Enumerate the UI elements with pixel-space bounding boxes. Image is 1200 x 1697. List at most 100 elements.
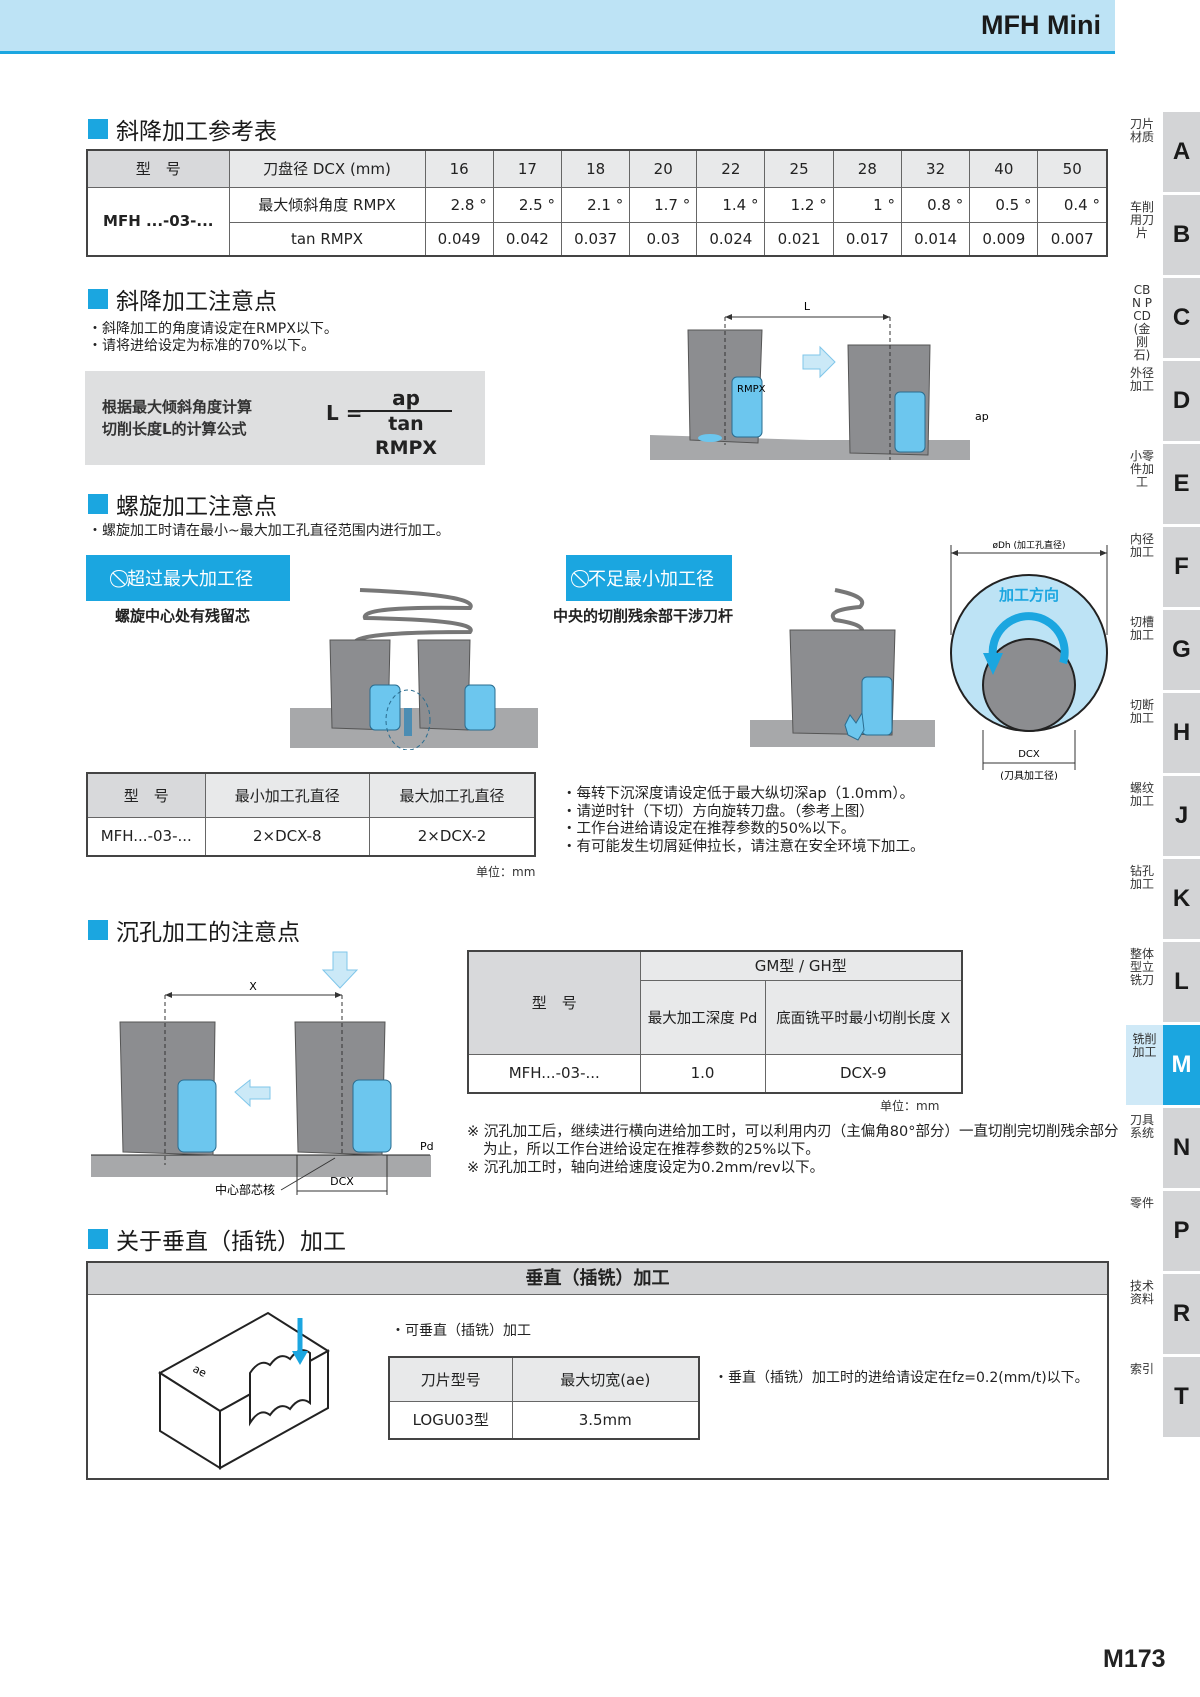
side-tab-label: 整体型立铣刀 [1130, 947, 1155, 987]
tan-cell: 0.049 [424, 221, 494, 257]
side-tab-l[interactable]: L [1163, 942, 1200, 1022]
table-cell: 3.5mm [511, 1400, 700, 1440]
table-header: 最大加工孔直径 [369, 772, 536, 818]
dcx-cell: 22 [696, 149, 766, 188]
side-tab-b[interactable]: B [1163, 195, 1200, 275]
tan-cell: 0.042 [492, 221, 563, 257]
plunge-table: 刀片型号 最大切宽(ae) LOGU03型 3.5mm [388, 1356, 700, 1440]
helical-max-diagram [290, 588, 538, 750]
counterbore-table: 型 号 GM型 / GH型 最大加工深度 Pd 底面铣平时最小切削长度 X MF… [467, 950, 963, 1094]
side-tab-r[interactable]: R [1163, 1274, 1200, 1354]
note-line: 为止，所以工作台进给设定在推荐参数的25%以下。 [483, 1142, 820, 1158]
side-tab-k[interactable]: K [1163, 859, 1200, 939]
page-number: M173 [1103, 1645, 1166, 1673]
side-tab-j[interactable]: J [1163, 776, 1200, 856]
svg-text:(刀具加工径): (刀具加工径) [1000, 769, 1058, 780]
side-tab-p[interactable]: P [1163, 1191, 1200, 1271]
dcx-cell: 28 [832, 149, 902, 188]
dcx-header: 刀盘径 DCX (mm) [228, 149, 426, 188]
section-marker-icon [88, 920, 108, 940]
side-tab-label: 内径加工 [1130, 532, 1155, 559]
tan-cell: 0.037 [560, 221, 631, 257]
tan-cell: 0.021 [764, 221, 834, 257]
unit-label: 单位：mm [880, 1099, 940, 1113]
side-tab-c[interactable]: C [1163, 278, 1200, 358]
table-header: GM型 / GH型 [639, 950, 963, 981]
side-tab-label: 刀具系统 [1130, 1113, 1155, 1140]
rmpx-cell: 1.7 ° [629, 186, 698, 223]
table-cell: LOGU03型 [388, 1400, 513, 1440]
tan-cell: 0.024 [696, 221, 766, 257]
dcx-cell: 40 [969, 149, 1039, 188]
table-cell: 2×DCX-8 [204, 816, 371, 857]
dcx-cell: 25 [764, 149, 834, 188]
rmpx-cell: 0.5 ° [969, 186, 1039, 223]
section-marker-icon [88, 1229, 108, 1249]
bullet: ・有可能发生切屑延伸拉长，请注意在安全环境下加工。 [562, 838, 925, 855]
side-tab-label: 切槽加工 [1130, 615, 1155, 642]
bullet: ・请将进给设定为标准的70%以下。 [88, 338, 316, 354]
svg-text:øDh (加工孔直径): øDh (加工孔直径) [992, 539, 1065, 551]
unit-label: 单位：mm [476, 865, 536, 879]
section-marker-icon [88, 494, 108, 514]
side-tab-label: 索引 [1130, 1362, 1155, 1376]
tan-cell: 0.009 [969, 221, 1039, 257]
section-title-ramping-table: 斜降加工参考表 [88, 112, 277, 146]
table-header: 型 号 [467, 950, 641, 1055]
side-tab-a[interactable]: A [1163, 112, 1200, 192]
counterbore-notes: ※ 沉孔加工后，继续进行横向进给加工时，可以利用内刃（主偏角80°部分）一直切削… [467, 1123, 1118, 1177]
side-tab-h[interactable]: H [1163, 693, 1200, 773]
formula-fraction: ap tan RMPX [360, 386, 452, 460]
table-header: 刀片型号 [388, 1356, 513, 1402]
side-tab-f[interactable]: F [1163, 527, 1200, 607]
model-header: 型 号 [86, 149, 230, 188]
table-cell: MFH...-03-... [86, 816, 206, 857]
side-tab-d[interactable]: D [1163, 361, 1200, 441]
side-tab-n[interactable]: N [1163, 1108, 1200, 1188]
table-header: 型 号 [86, 772, 206, 818]
side-tab-label: 螺纹加工 [1130, 781, 1155, 808]
helical-intro: ・螺旋加工时请在最小~最大加工孔直径范围内进行加工。 [88, 523, 450, 539]
tan-label: tan RMPX [228, 221, 426, 257]
helical-min-diagram [750, 588, 935, 747]
dcx-cell: 18 [560, 149, 631, 188]
side-tab-t[interactable]: T [1163, 1357, 1200, 1437]
section-marker-icon [88, 289, 108, 309]
tan-cell: 0.03 [629, 221, 698, 257]
side-tab-e[interactable]: E [1163, 444, 1200, 524]
side-tab-label: 铣削加工 [1126, 1025, 1163, 1105]
side-tab-g[interactable]: G [1163, 610, 1200, 690]
bullet: ・工作台进给请设定在推荐参数的50%以下。 [562, 821, 856, 837]
formula-numerator: ap [360, 386, 452, 412]
side-tab-m[interactable]: M [1163, 1025, 1200, 1105]
rmpx-cell: 1 ° [832, 186, 902, 223]
table-header: 最大加工深度 Pd [639, 979, 766, 1055]
table-header: 最大切宽(ae) [511, 1356, 700, 1402]
tan-cell: 0.007 [1037, 221, 1108, 257]
section-title-helical: 螺旋加工注意点 [88, 487, 277, 521]
side-tab-label: 零件 [1130, 1196, 1155, 1210]
warn-max-caption: 螺旋中心处有残留芯 [115, 607, 251, 625]
side-tab-label: 钻孔加工 [1130, 864, 1155, 891]
counterbore-diagram: X Pd DCX 中心部芯核 [91, 951, 434, 1197]
rmpx-cell: 2.1 ° [560, 186, 631, 223]
side-tab-label: 车削用刀片 [1130, 200, 1155, 240]
side-tab-label: 小零件加工 [1130, 449, 1155, 489]
plunge-box-title: 垂直（插铣）加工 [88, 1263, 1107, 1295]
ramping-diagram: L RMPX ap [650, 300, 989, 460]
dcx-cell: 32 [900, 149, 971, 188]
side-tab-label: 外径加工 [1130, 366, 1155, 393]
model-cell: MFH ...-03-... [86, 186, 230, 257]
svg-text:DCX: DCX [330, 1175, 354, 1188]
tan-cell: 0.014 [900, 221, 971, 257]
dcx-cell: 20 [629, 149, 698, 188]
table-header: 底面铣平时最小切削长度 X [764, 979, 963, 1055]
svg-text:X: X [249, 980, 257, 993]
plunge-feed-note: ・垂直（插铣）加工时的进给请设定在fz=0.2(mm/t)以下。 [714, 1370, 1089, 1386]
note-line: ※ 沉孔加工后，继续进行横向进给加工时，可以利用内刃（主偏角80°部分）一直切削… [467, 1124, 1119, 1140]
helical-circle-diagram: øDh (加工孔直径) 加工方向 DCX (刀具加工径) [950, 539, 1108, 780]
bullet: ・请逆时针（下切）方向旋转刀盘。（参考上图） [562, 803, 874, 820]
svg-text:中心部芯核: 中心部芯核 [215, 1182, 275, 1197]
warn-min-badge: ⃠不足最小加工径 [566, 555, 732, 601]
section-title-counterbore: 沉孔加工的注意点 [88, 913, 300, 947]
